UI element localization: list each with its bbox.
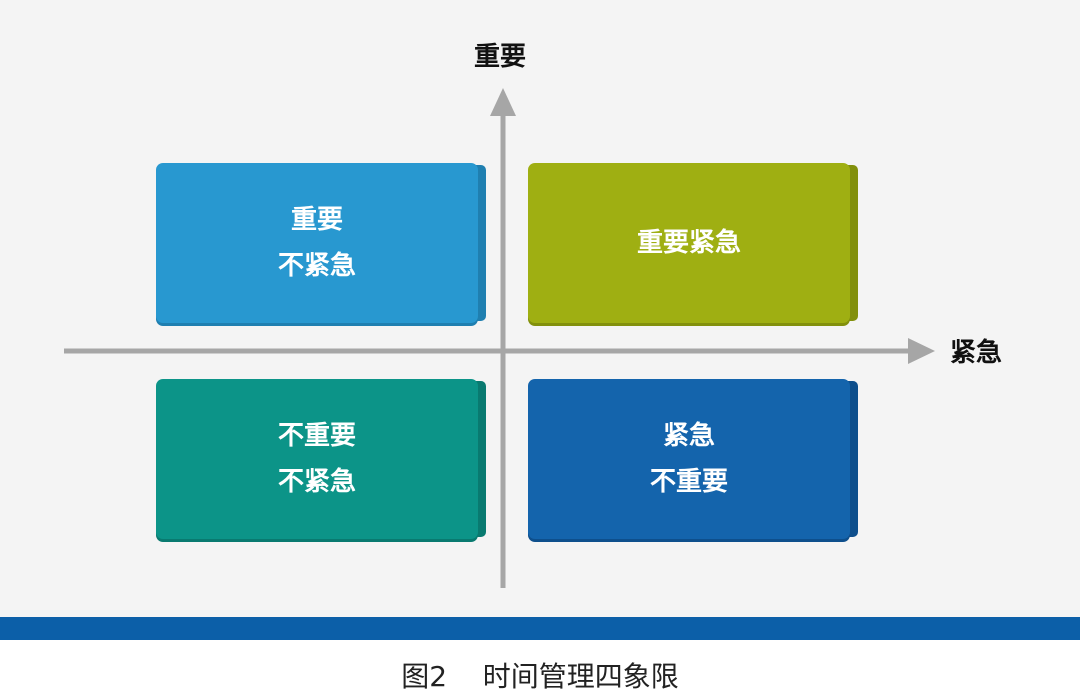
figure-caption: 图2 时间管理四象限 bbox=[401, 660, 679, 693]
quadrant-label-line1: 紧急 bbox=[662, 421, 715, 451]
quadrant-label-line1: 重要 bbox=[290, 205, 343, 235]
quadrant-label-line2: 不重要 bbox=[649, 467, 728, 497]
diagram-canvas: 重要 紧急 重要 不紧急 重要紧急 不重要 不紧急 紧急 不重要 bbox=[0, 0, 1080, 617]
quadrant-label-line1: 重要紧急 bbox=[636, 228, 741, 258]
axes bbox=[64, 88, 935, 588]
quadrant-label-line2: 不紧急 bbox=[277, 467, 356, 497]
quadrant-not-important-not-urgent: 不重要 不紧急 bbox=[156, 379, 478, 539]
x-axis-arrow-icon bbox=[908, 338, 935, 364]
quadrant-label-line2: 不紧急 bbox=[277, 251, 356, 281]
y-axis-arrow-icon bbox=[490, 88, 516, 116]
quadrant-important-urgent: 重要紧急 bbox=[528, 163, 850, 323]
x-axis-label: 紧急 bbox=[950, 338, 1003, 368]
footer-band bbox=[0, 617, 1080, 640]
quadrant-urgent-not-important: 紧急 不重要 bbox=[528, 379, 850, 539]
y-axis-label: 重要 bbox=[474, 42, 527, 72]
quadrant-important-not-urgent: 重要 不紧急 bbox=[156, 163, 478, 323]
quadrant-label-line1: 不重要 bbox=[277, 421, 356, 451]
